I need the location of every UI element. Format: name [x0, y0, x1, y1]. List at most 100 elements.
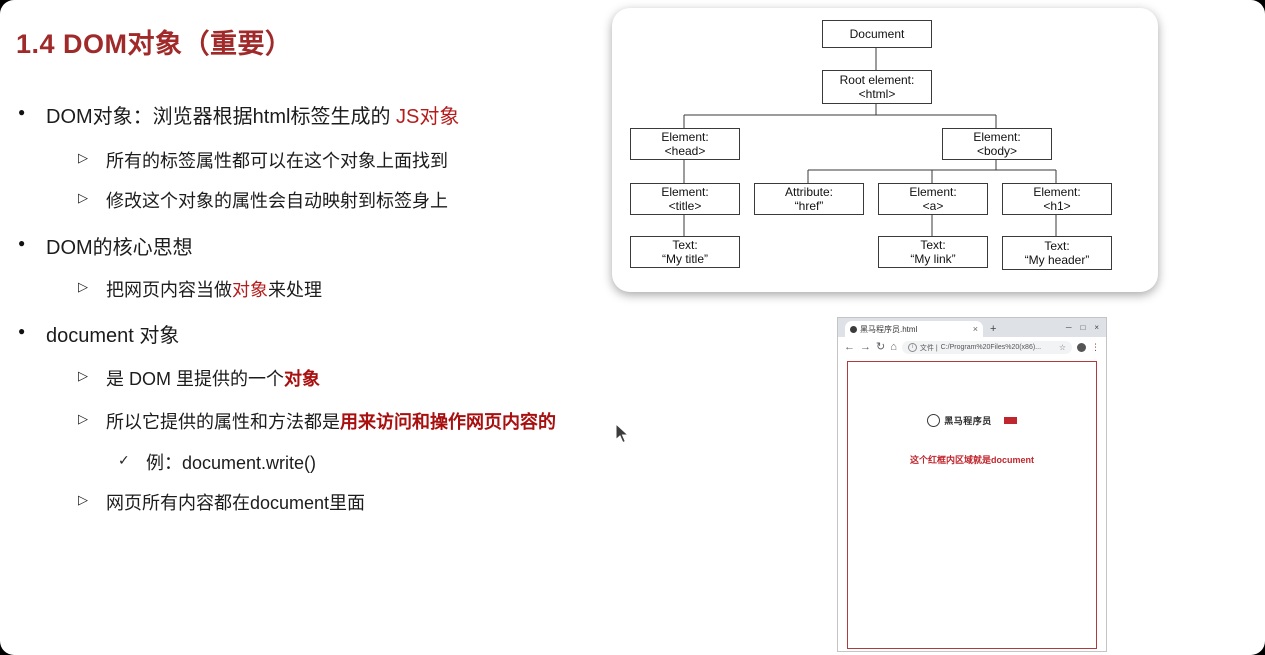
address-bar[interactable]: i 文件 | C:/Program%20Files%20(x86)... ☆	[901, 341, 1072, 354]
maximize-button[interactable]: □	[1080, 323, 1086, 332]
node-value: “My link”	[910, 252, 956, 266]
browser-tab[interactable]: 黑马程序员.html ×	[845, 321, 983, 337]
url-text: C:/Program%20Files%20(x86)...	[940, 344, 1042, 351]
node-element-head: Element: <head>	[630, 128, 740, 160]
page-info-icon[interactable]: i	[907, 343, 917, 352]
node-label: Text:	[672, 237, 698, 252]
menu-kebab-icon[interactable]: ⋮	[1091, 342, 1100, 352]
new-tab-button[interactable]: +	[990, 323, 997, 335]
node-label: Element:	[661, 129, 709, 144]
bullet-text: 把网页内容当做对象来处理	[106, 276, 322, 302]
document-red-frame: 黑马程序员 这个红框内区域就是document	[847, 361, 1097, 649]
arrow-bullet-icon: ▷	[78, 150, 88, 165]
node-root-element: Root element: <html>	[822, 70, 932, 104]
bullet-text: DOM对象：浏览器根据html标签生成的 JS对象	[46, 100, 459, 129]
node-element-a: Element: <a>	[878, 183, 988, 215]
bullet-treat-as-object: ▷ 把网页内容当做对象来处理	[78, 276, 322, 302]
logo-circle-icon	[927, 414, 941, 427]
text-segment-red-bold: 对象	[284, 369, 320, 389]
node-value: <head>	[664, 144, 706, 158]
node-label: Attribute:	[784, 184, 834, 199]
back-icon[interactable]: ←	[844, 341, 855, 353]
node-label: Element:	[1033, 184, 1081, 199]
close-button[interactable]: ×	[1094, 323, 1099, 332]
bullet-example-write: ✓ 例：document.write()	[118, 449, 316, 475]
bullet-text: 所以它提供的属性和方法都是用来访问和操作网页内容的	[106, 408, 556, 434]
node-label: Text:	[920, 237, 946, 252]
node-value: “href”	[794, 199, 824, 213]
browser-window: 黑马程序员.html × + ─ □ × ← → ↻ ⌂ i 文件 | C:/P…	[837, 317, 1107, 652]
text-segment: 所以它提供的属性和方法都是	[106, 412, 340, 432]
forward-icon[interactable]: →	[860, 341, 871, 353]
browser-tab-bar: 黑马程序员.html × + ─ □ ×	[838, 318, 1106, 337]
mouse-cursor-icon	[615, 423, 630, 444]
arrow-bullet-icon: ▷	[78, 368, 88, 383]
node-value: <h1>	[1043, 199, 1071, 213]
node-text-my-link: Text: “My link”	[878, 236, 988, 268]
text-segment: 把网页内容当做	[106, 280, 232, 300]
text-segment-red: 对象	[232, 280, 268, 300]
node-value: “My header”	[1024, 253, 1090, 267]
browser-toolbar: ← → ↻ ⌂ i 文件 | C:/Program%20Files%20(x86…	[838, 337, 1106, 359]
node-text-my-header: Text: “My header”	[1002, 236, 1112, 270]
bullet-props-methods: ▷ 所以它提供的属性和方法都是用来访问和操作网页内容的	[78, 408, 556, 434]
bullet-dom-core-idea: ● DOM的核心思想	[18, 231, 193, 260]
bullet-text: 网页所有内容都在document里面	[106, 493, 366, 513]
text-segment-red: JS对象	[396, 106, 460, 128]
text-segment-red-bold: 用来访问和操作网页内容的	[340, 412, 556, 432]
minimize-button[interactable]: ─	[1065, 323, 1072, 332]
window-controls: ─ □ ×	[1059, 323, 1106, 332]
arrow-bullet-icon: ▷	[78, 279, 88, 294]
dom-tree-diagram: Document Root element: <html> Element: <…	[612, 8, 1158, 292]
bullet-text: 是 DOM 里提供的一个对象	[106, 365, 320, 391]
bullet-text: DOM的核心思想	[46, 237, 193, 259]
bullet-text: document 对象	[46, 325, 180, 347]
node-value: <title>	[668, 199, 702, 213]
bullet-dot-icon: ●	[18, 105, 26, 119]
bullet-all-in-document: ▷ 网页所有内容都在document里面	[78, 489, 365, 515]
home-icon[interactable]: ⌂	[890, 341, 897, 353]
arrow-bullet-icon: ▷	[78, 411, 88, 426]
browser-page: 黑马程序员 这个红框内区域就是document	[838, 358, 1106, 651]
node-attribute-href: Attribute: “href”	[754, 183, 864, 215]
profile-avatar[interactable]	[1077, 343, 1086, 352]
node-element-body: Element: <body>	[942, 128, 1052, 160]
bullet-text: 修改这个对象的属性会自动映射到标签身上	[106, 191, 448, 211]
bullet-dot-icon: ●	[18, 324, 26, 338]
bullet-dom-object: ● DOM对象：浏览器根据html标签生成的 JS对象	[18, 100, 459, 129]
node-label: Element:	[661, 184, 709, 199]
bullet-dot-icon: ●	[18, 236, 26, 250]
bullet-document-object: ● document 对象	[18, 319, 179, 348]
url-prefix: 文件 |	[919, 344, 938, 352]
logo-red-mark	[1003, 417, 1017, 424]
node-label: Element:	[973, 129, 1021, 144]
bullet-modify-maps: ▷ 修改这个对象的属性会自动映射到标签身上	[78, 187, 448, 213]
node-value: <body>	[976, 144, 1018, 158]
tree-connector-lines	[683, 46, 1057, 236]
site-logo: 黑马程序员	[848, 414, 1096, 427]
text-segment: 来处理	[268, 280, 322, 300]
node-label: Text:	[1044, 238, 1070, 253]
node-label: Root element:	[839, 72, 915, 87]
bullet-attrs-found: ▷ 所有的标签属性都可以在这个对象上面找到	[78, 147, 448, 173]
tab-close-icon[interactable]: ×	[972, 324, 978, 334]
page-title: 1.4 DOM对象（重要）	[16, 29, 293, 59]
text-segment: DOM对象：浏览器根据html标签生成的	[46, 106, 396, 128]
tab-title: 黑马程序员.html	[860, 324, 918, 334]
node-label: Document	[849, 26, 905, 41]
node-value: “My title”	[662, 252, 708, 266]
bookmark-star-icon[interactable]: ☆	[1058, 343, 1066, 352]
favicon-icon	[850, 325, 857, 333]
node-element-h1: Element: <h1>	[1002, 183, 1112, 215]
page-caption: 这个红框内区域就是document	[909, 455, 1034, 465]
check-icon: ✓	[118, 452, 130, 468]
node-document: Document	[822, 20, 932, 48]
node-element-title: Element: <title>	[630, 183, 740, 215]
node-label: Element:	[909, 184, 957, 199]
node-value: <html>	[858, 87, 896, 101]
logo-text: 黑马程序员	[944, 416, 992, 426]
bullet-dom-provides: ▷ 是 DOM 里提供的一个对象	[78, 365, 320, 391]
node-value: <a>	[922, 199, 944, 213]
refresh-icon[interactable]: ↻	[876, 341, 886, 353]
bullet-text: 例：document.write()	[146, 453, 317, 473]
